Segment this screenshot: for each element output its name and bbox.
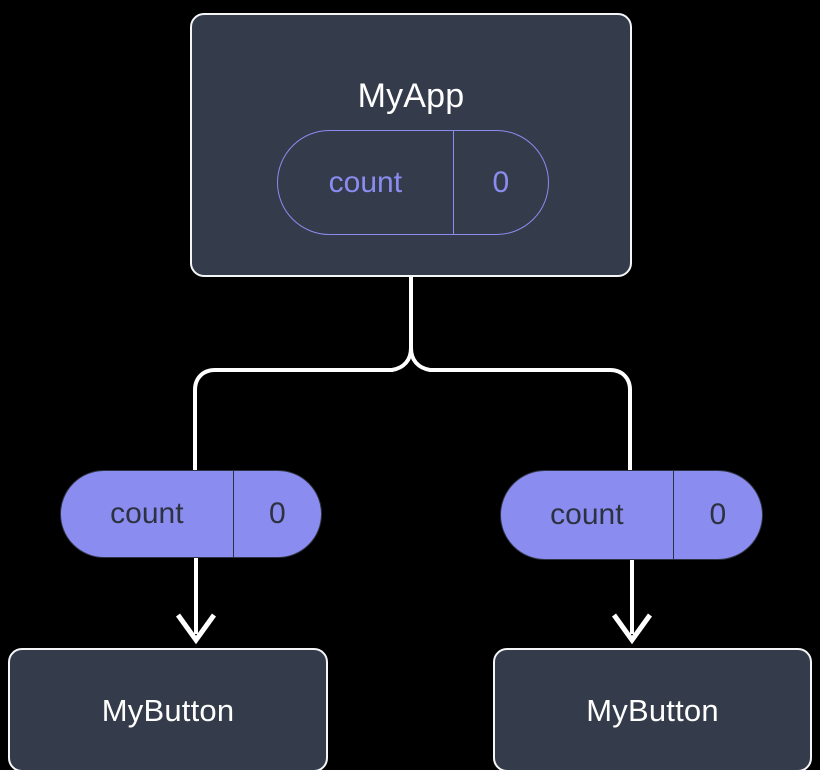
component-card-myapp[interactable]: MyApp count 0 — [190, 13, 632, 277]
component-card-mybutton-left[interactable]: MyButton — [8, 648, 328, 770]
prop-pill-label: count — [110, 497, 184, 530]
state-pill-myapp-count[interactable]: count 0 — [277, 130, 549, 235]
prop-pill-left-count[interactable]: count 0 — [60, 470, 322, 558]
connector-branch-right — [409, 347, 632, 470]
prop-pill-right-count[interactable]: count 0 — [500, 470, 763, 560]
connector-branch-left — [193, 347, 413, 470]
prop-pill-label: count — [550, 498, 624, 531]
component-card-mybutton-right[interactable]: MyButton — [493, 648, 812, 770]
state-pill-label: count — [328, 165, 403, 199]
state-pill-value: 0 — [452, 131, 548, 234]
prop-pill-value: 0 — [232, 471, 321, 557]
arrow-right — [611, 560, 653, 645]
component-title-mybutton-left: MyButton — [101, 693, 235, 728]
component-title-myapp: MyApp — [357, 77, 465, 115]
prop-pill-value: 0 — [672, 471, 762, 559]
component-title-mybutton-right: MyButton — [586, 693, 719, 728]
arrow-left — [175, 558, 217, 645]
